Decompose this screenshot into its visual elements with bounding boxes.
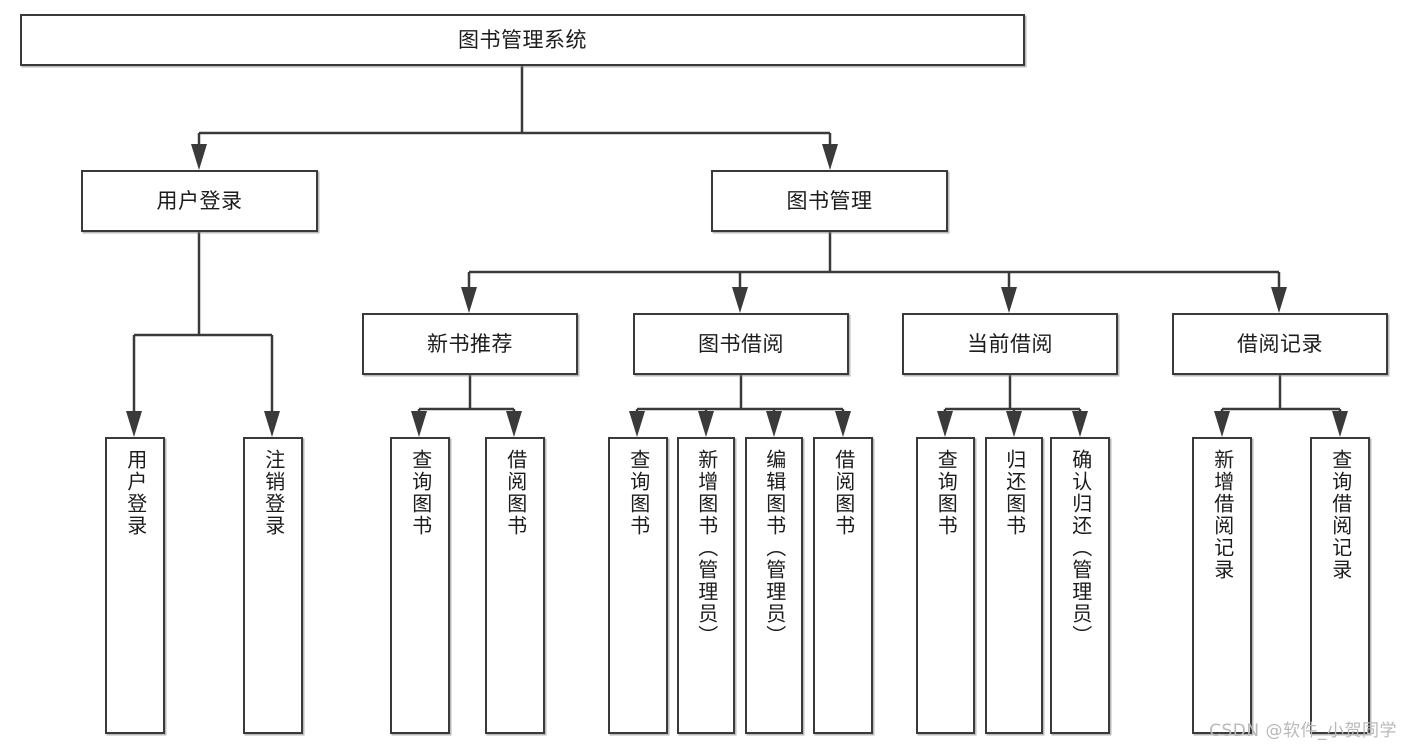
node-label: 用户登录 [123, 449, 148, 537]
node-book-borrow[interactable]: 图书借阅 [633, 313, 849, 375]
csdn-watermark: CSDN @软件_小贺同学 [1209, 721, 1397, 741]
node-leaf-add-record[interactable]: 新增借阅记录 [1192, 437, 1252, 734]
node-leaf-confirm-return[interactable]: 确认归还（管理员） [1050, 437, 1110, 734]
node-label: 图书管理 [786, 188, 873, 213]
node-new-book-rec[interactable]: 新书推荐 [362, 313, 578, 375]
node-label: 图书借阅 [698, 331, 784, 356]
node-label: 编辑图书（管理员） [762, 449, 787, 647]
node-leaf-query-book-rec[interactable]: 查询图书 [390, 437, 450, 734]
node-current-borrow[interactable]: 当前借阅 [902, 313, 1118, 375]
node-leaf-query-book-current[interactable]: 查询图书 [916, 437, 975, 734]
node-borrow-record[interactable]: 借阅记录 [1172, 313, 1388, 375]
node-user-login[interactable]: 用户登录 [81, 170, 318, 232]
node-label: 新书推荐 [427, 331, 513, 356]
node-leaf-edit-book[interactable]: 编辑图书（管理员） [745, 437, 803, 734]
node-label: 查询借阅记录 [1328, 449, 1353, 581]
node-root-system[interactable]: 图书管理系统 [20, 14, 1025, 66]
node-label: 确认归还（管理员） [1068, 449, 1093, 647]
node-label: 借阅记录 [1237, 331, 1323, 356]
node-label: 新增图书（管理员） [694, 449, 719, 647]
node-label: 用户登录 [156, 188, 243, 213]
node-label: 注销登录 [261, 449, 286, 537]
node-label: 查询图书 [408, 449, 433, 537]
node-label: 借阅图书 [503, 449, 528, 537]
node-book-manage[interactable]: 图书管理 [711, 170, 948, 232]
node-leaf-logout[interactable]: 注销登录 [243, 437, 303, 734]
node-label: 查询图书 [934, 449, 959, 537]
node-label: 图书管理系统 [458, 27, 587, 52]
node-leaf-add-book[interactable]: 新增图书（管理员） [677, 437, 735, 734]
node-leaf-borrow-book[interactable]: 借阅图书 [813, 437, 873, 734]
node-leaf-query-record[interactable]: 查询借阅记录 [1310, 437, 1370, 734]
node-leaf-borrow-book-rec[interactable]: 借阅图书 [485, 437, 545, 734]
node-leaf-query-book-borrow[interactable]: 查询图书 [608, 437, 668, 734]
node-label: 查询图书 [626, 449, 651, 537]
node-label: 新增借阅记录 [1210, 449, 1235, 581]
node-label: 归还图书 [1002, 449, 1027, 537]
node-leaf-user-login[interactable]: 用户登录 [105, 437, 165, 734]
node-label: 当前借阅 [967, 331, 1053, 356]
node-leaf-return-book[interactable]: 归还图书 [985, 437, 1043, 734]
node-label: 借阅图书 [831, 449, 856, 537]
